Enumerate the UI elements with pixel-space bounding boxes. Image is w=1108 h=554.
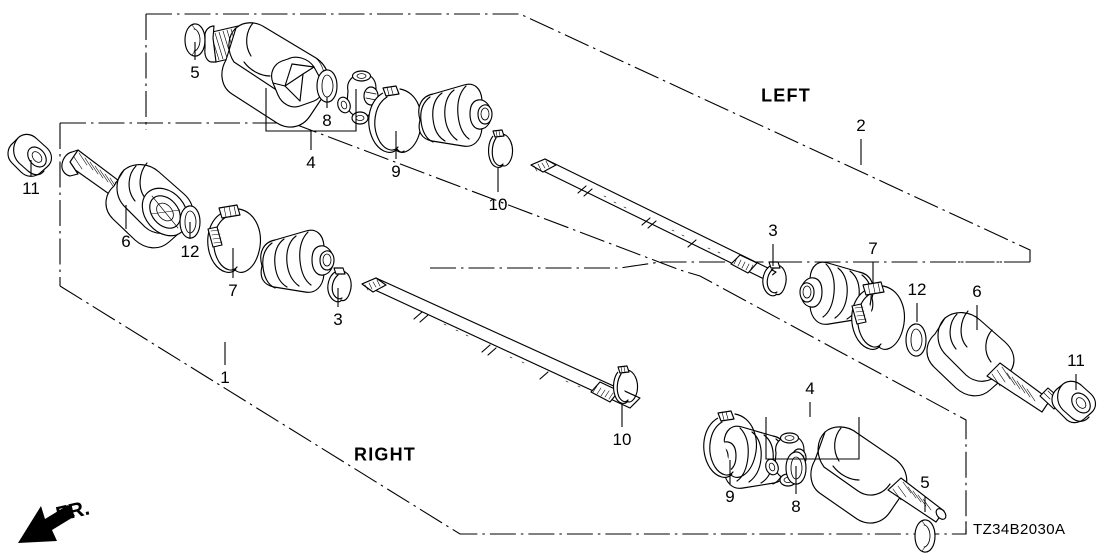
part-7-boot-band-large-right (207, 204, 261, 273)
part-11-spindle-nut-left (1051, 380, 1097, 424)
part-11-spindle-nut-right (7, 133, 53, 177)
callout-c3-right: 3 (768, 221, 778, 240)
part-12-circlip-left (905, 323, 927, 357)
part-1-driveshaft-right (361, 277, 641, 409)
diagram-part-number: TZ34B2030A (973, 521, 1066, 538)
part-6-outboard-joint-right (61, 149, 194, 249)
callout-c1: 1 (220, 368, 230, 387)
right-assembly-boundary (59, 122, 967, 535)
callout-c9-left: 9 (391, 162, 401, 181)
callout-c11-left: 11 (22, 179, 40, 198)
callout-c11-right: 11 (1067, 351, 1085, 370)
part-3-band-clip-left (762, 261, 787, 297)
callout-c3-left: 3 (333, 310, 343, 329)
callout-c7-left: 7 (228, 281, 238, 300)
callout-c6-right: 6 (972, 282, 982, 301)
callout-c7-right: 7 (868, 239, 878, 258)
part-3-band-clip-right (327, 267, 352, 303)
part-4-inboard-joint-left (204, 22, 330, 128)
side-label-right: RIGHT (354, 444, 416, 465)
left-assembly-boundary (145, 13, 1031, 269)
part-9-boot-band-small-left (368, 85, 422, 153)
callout-c10-right: 10 (612, 430, 632, 449)
callout-c12-left: 12 (180, 242, 200, 261)
callout-c9-right: 9 (725, 487, 735, 506)
callout-leaders (30, 42, 1077, 512)
callout-c6-left: 6 (121, 232, 131, 251)
bracket-4-right (765, 417, 860, 460)
callout-c8-left: 8 (322, 111, 332, 130)
part-10-set-ring-right (612, 365, 639, 404)
callout-c8-right: 8 (791, 497, 801, 516)
part-5-circlip-right (914, 519, 936, 553)
part-6-outboard-joint-left (926, 310, 1067, 413)
part-boot-bellows-right-outer (260, 229, 335, 293)
callout-c5-left: 5 (190, 63, 200, 82)
part-9-boot-band-small-right (703, 410, 757, 478)
part-5-circlip-left (184, 23, 206, 57)
part-2-driveshaft-left (530, 158, 777, 281)
part-10-set-ring-left (487, 129, 514, 168)
callout-c5-right: 5 (920, 473, 930, 492)
side-label-left: LEFT (761, 85, 811, 106)
part-7-boot-band-large-left (851, 281, 905, 350)
callout-c12-right: 12 (907, 280, 927, 299)
callout-c4-right: 4 (805, 379, 815, 398)
part-boot-bellows-left (418, 83, 493, 147)
callout-c4-left: 4 (306, 153, 316, 172)
callout-c10-left: 10 (488, 195, 508, 214)
front-direction-arrow (18, 505, 75, 543)
callout-c2: 2 (856, 116, 866, 135)
part-4-inboard-joint-right (810, 426, 947, 524)
